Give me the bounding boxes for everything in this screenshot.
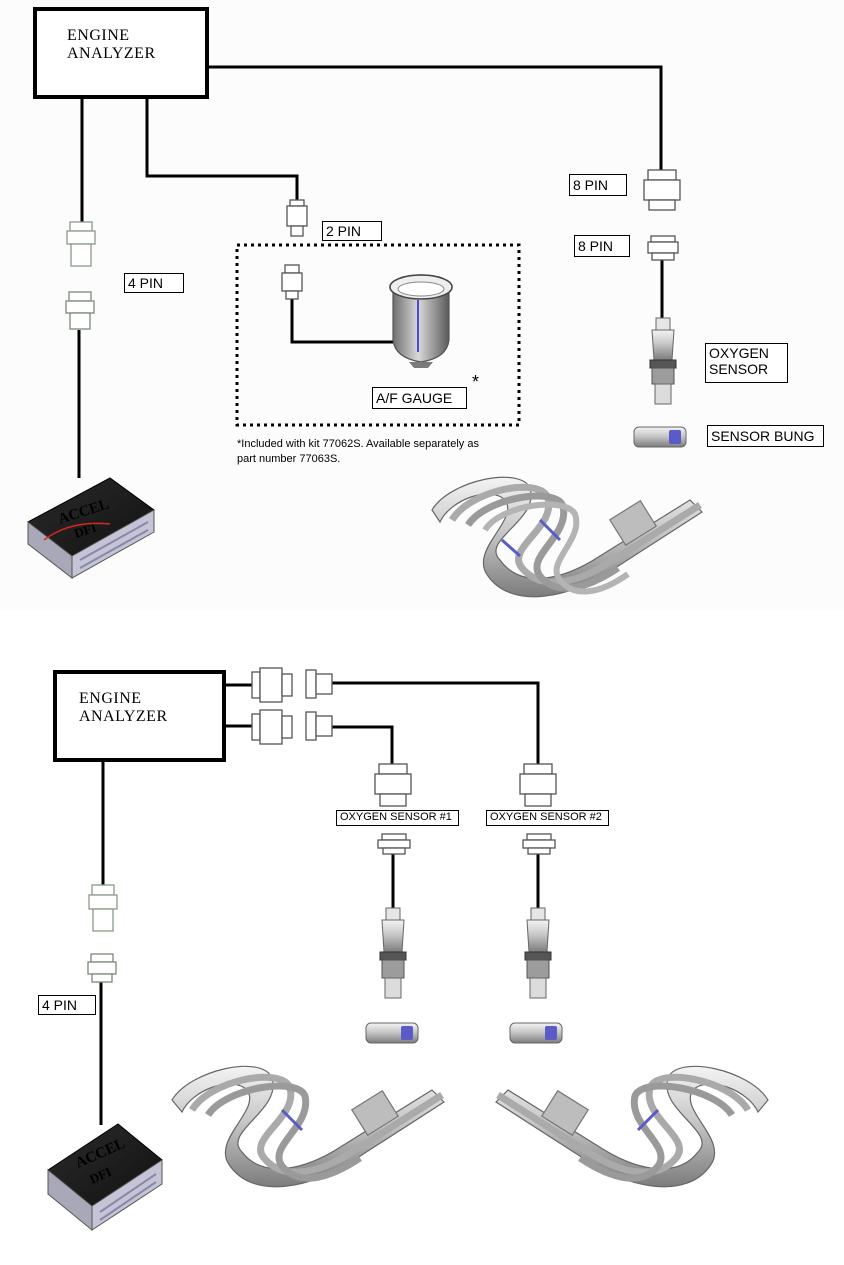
sensor-bung xyxy=(633,426,687,448)
engine-analyzer-box: ENGINE ANALYZER xyxy=(53,670,226,762)
dual-sensor-diagram: ACCEL DFI ENGINE ANALYZER OXYGEN SENSOR … xyxy=(0,640,844,1265)
af-gauge xyxy=(389,274,453,368)
wire-8pin xyxy=(208,65,663,170)
dual-sensor-wiring-graphic: ACCEL DFI xyxy=(47,667,769,1232)
accel-dfi-module: ACCEL DFI xyxy=(47,1123,163,1232)
connector-pair-upper xyxy=(251,667,333,703)
connector-sensor1-male xyxy=(377,833,411,855)
label-oxygen-sensor: OXYGEN SENSOR xyxy=(705,343,788,383)
oxygen-sensor-label-line1: OXYGEN xyxy=(709,345,769,361)
analyzer-title-line1: ENGINE xyxy=(79,690,142,707)
exhaust-header xyxy=(431,476,703,598)
connector-sensor2-female xyxy=(519,763,557,807)
label-2-pin: 2 PIN xyxy=(322,221,382,241)
footnote-line2: part number 77063S. xyxy=(237,453,341,465)
oxygen-sensor xyxy=(649,317,677,405)
sensor-bung-1 xyxy=(365,1022,419,1044)
accel-dfi-module: ACCEL DFI xyxy=(27,477,155,580)
connector-4pin-female xyxy=(66,221,96,267)
label-oxygen-sensor-1: OXYGEN SENSOR #1 xyxy=(336,810,459,826)
connector-8pin-male xyxy=(647,235,679,261)
connector-pair-lower xyxy=(251,709,333,745)
analyzer-title-line2: ANALYZER xyxy=(67,45,156,62)
analyzer-title-line1: ENGINE xyxy=(67,27,130,44)
engine-analyzer-box: ENGINE ANALYZER xyxy=(33,7,209,99)
exhaust-header-left xyxy=(171,1065,445,1188)
connector-sensor1-female xyxy=(374,763,412,807)
wire-sensor1 xyxy=(332,725,394,764)
label-sensor-bung: SENSOR BUNG xyxy=(707,425,824,447)
wires xyxy=(99,681,540,1125)
connector-4pin-female xyxy=(88,884,118,932)
label-4-pin: 4 PIN xyxy=(38,995,96,1015)
sensor-bung-2 xyxy=(509,1022,563,1044)
label-oxygen-sensor-2: OXYGEN SENSOR #2 xyxy=(486,810,609,826)
wires xyxy=(77,65,664,478)
af-gauge-asterisk: * xyxy=(472,372,480,392)
gauge-kit-boundary xyxy=(235,243,521,427)
oxygen-sensor-1 xyxy=(379,907,407,999)
connector-8pin-female xyxy=(643,169,681,211)
single-sensor-diagram: ACCEL DFI ENGINE ANALYZER 4 PIN 2 PIN 8 … xyxy=(0,0,844,610)
wire-gauge xyxy=(290,298,395,344)
connector-sensor2-male xyxy=(522,833,556,855)
wire-2pin xyxy=(145,98,299,200)
exhaust-header-right xyxy=(495,1065,769,1188)
oxygen-sensor-2 xyxy=(524,907,552,999)
connector-4pin-male xyxy=(65,291,95,330)
label-8-pin-top: 8 PIN xyxy=(569,174,627,196)
connector-2pin-top xyxy=(286,199,308,237)
connector-4pin-male xyxy=(87,953,117,983)
single-sensor-wiring-graphic: ACCEL DFI xyxy=(27,65,703,598)
footnote-line1: *Included with kit 77062S. Available sep… xyxy=(237,438,479,450)
analyzer-title-line2: ANALYZER xyxy=(79,708,168,725)
label-af-gauge: A/F GAUGE xyxy=(372,387,467,409)
wire-sensor2 xyxy=(332,681,540,764)
label-8-pin-bottom: 8 PIN xyxy=(574,235,630,257)
oxygen-sensor-label-line2: SENSOR xyxy=(709,361,769,378)
label-4-pin: 4 PIN xyxy=(124,273,184,293)
connector-2pin-kit xyxy=(281,264,303,300)
kit-footnote: *Included with kit 77062S. Available sep… xyxy=(237,437,479,467)
